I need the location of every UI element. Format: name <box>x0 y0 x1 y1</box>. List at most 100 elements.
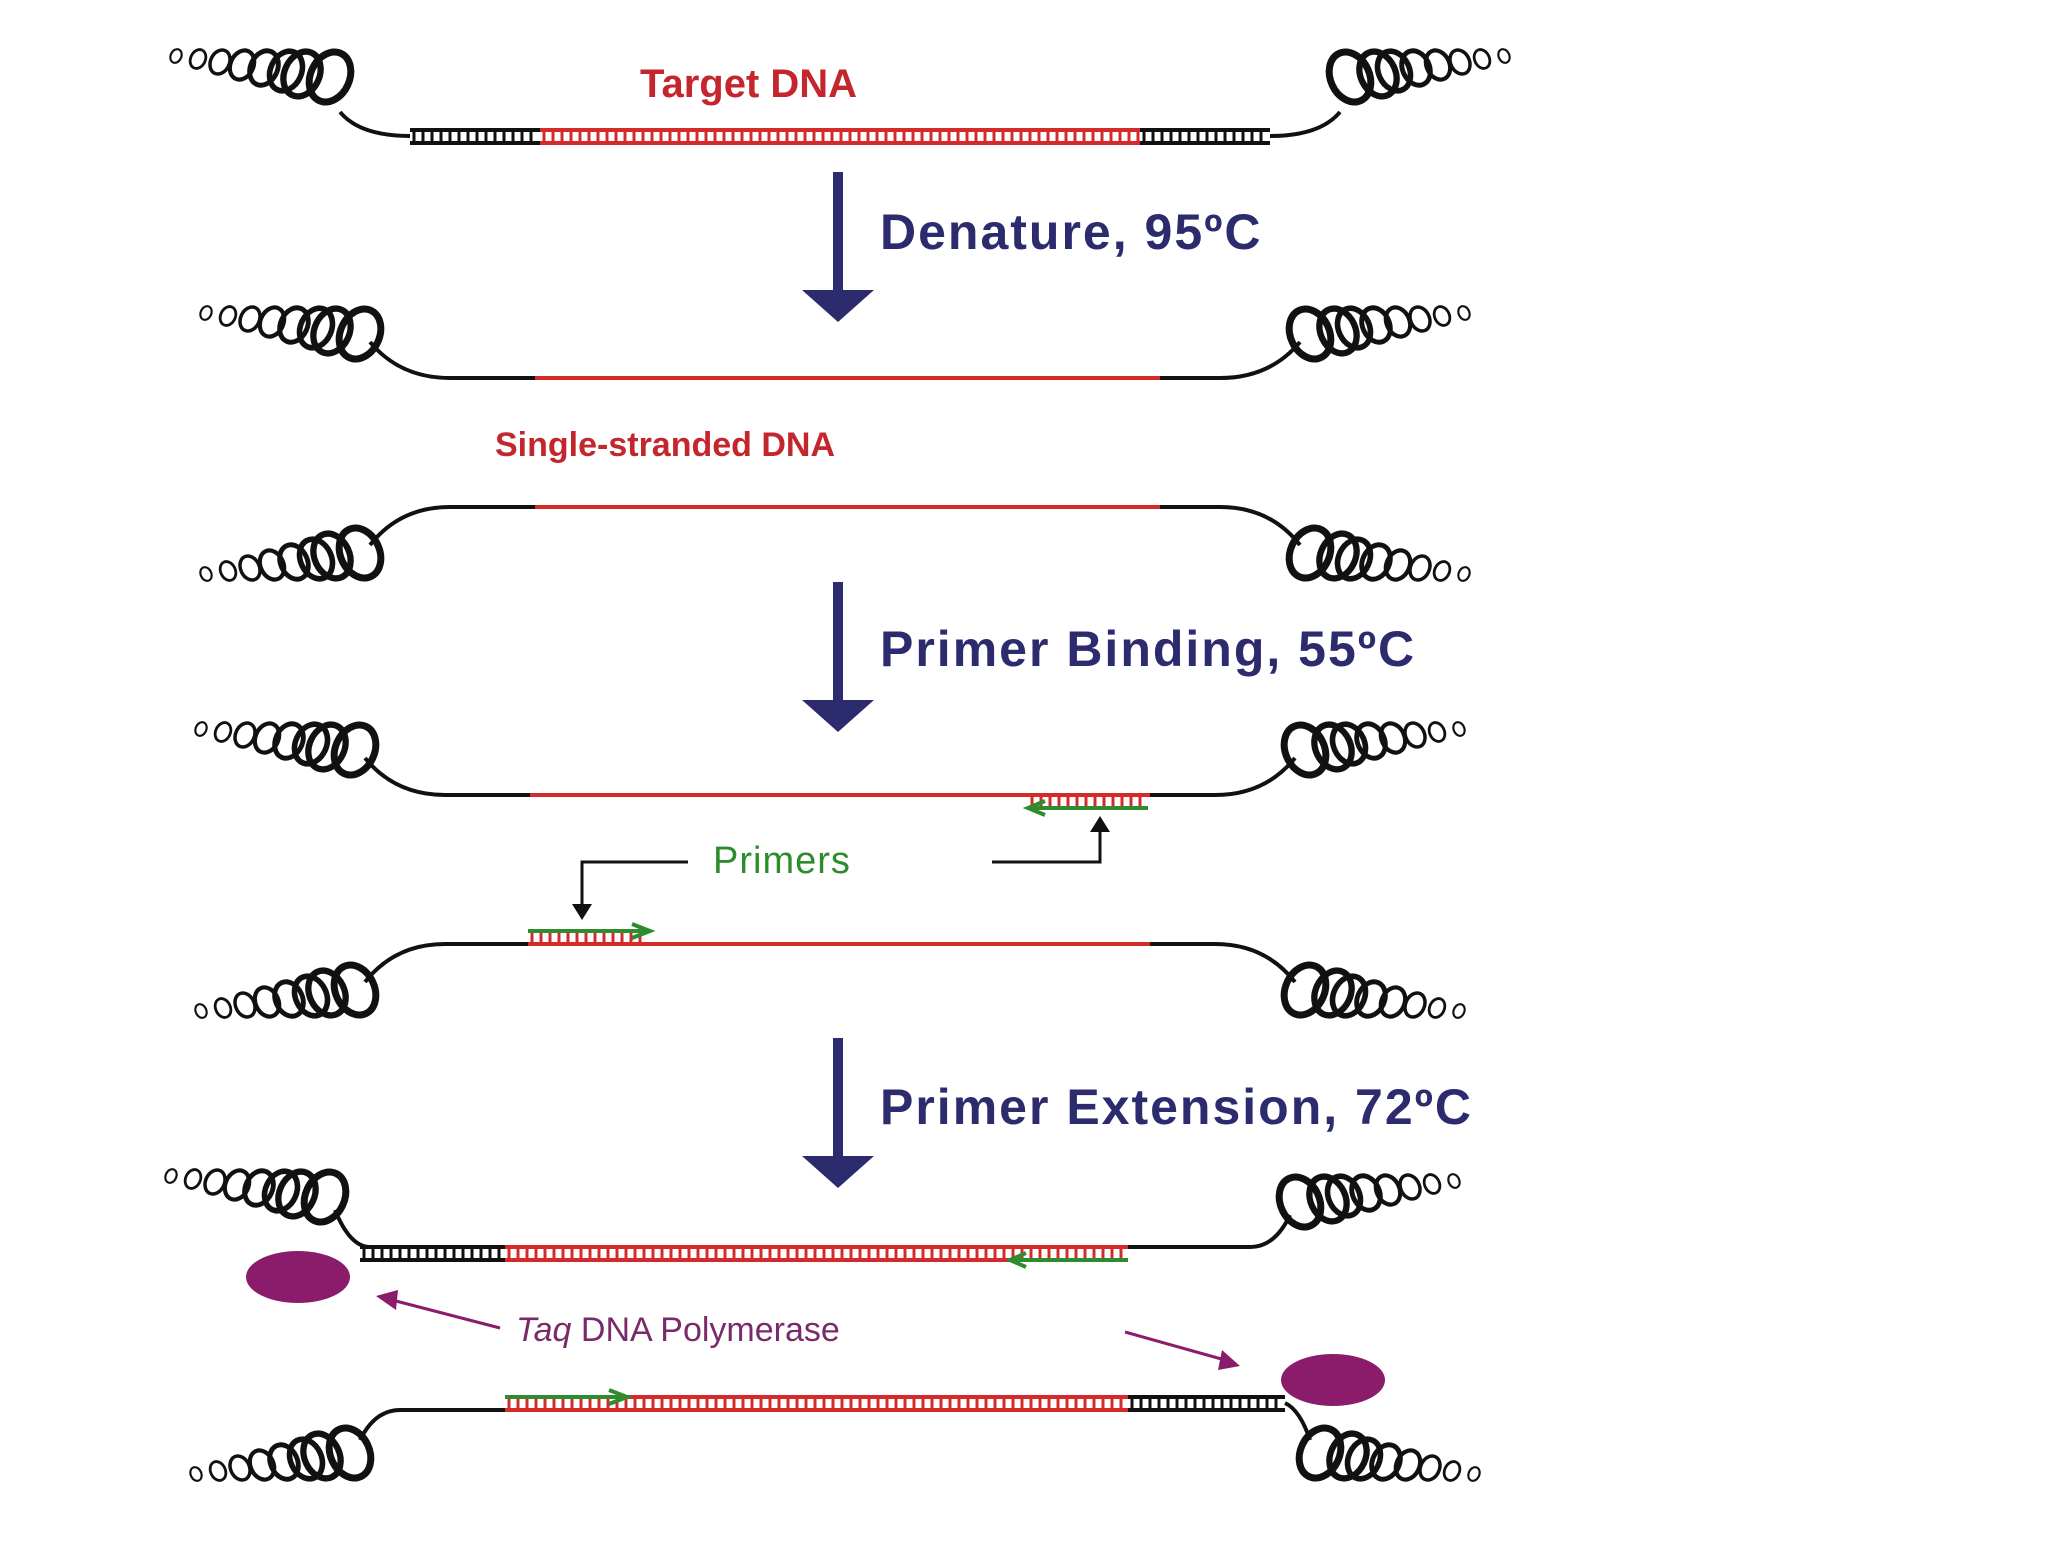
helix-loop <box>1369 1442 1403 1482</box>
helix-loop <box>213 997 233 1019</box>
helix-loop <box>194 1003 208 1019</box>
helix-loop <box>1334 536 1374 582</box>
helix-loop <box>1349 1173 1383 1213</box>
pb-top-primer-head <box>1022 799 1046 817</box>
step-denature-label: Denature, 95ºC <box>880 204 1263 260</box>
ext-bottom-right-coil <box>1295 1424 1481 1482</box>
ss-bottom-right-coil <box>1285 524 1471 582</box>
pb-bottom-primer-head <box>631 922 656 940</box>
ss-bottom-right-arm <box>1160 505 1302 547</box>
helix-loop <box>233 721 257 749</box>
pb-top-right-arm <box>1150 756 1297 797</box>
ss-top-left-coil <box>199 305 385 363</box>
primer-binding-arrow-head <box>802 700 874 732</box>
helix-loop <box>1452 1003 1466 1019</box>
helix-loop <box>199 566 213 582</box>
helix-loop <box>213 721 233 743</box>
single-stranded-dna-label: Single-stranded DNA <box>495 426 836 464</box>
helix-loop <box>330 961 380 1019</box>
pb-top-left-arm <box>363 756 530 797</box>
helix-loop <box>1329 973 1369 1019</box>
ext-bottom-left-coil <box>189 1424 375 1482</box>
taq-rest: DNA Polymerase <box>571 1311 840 1349</box>
ext-top-left-coil <box>164 1168 350 1226</box>
helix-loop <box>280 48 324 100</box>
helix-loop <box>296 305 336 351</box>
helix-loop <box>188 48 208 70</box>
helix-loop <box>1311 721 1355 773</box>
ext-top-primer-head <box>1005 1251 1027 1269</box>
helix-loop <box>1427 997 1447 1019</box>
helix-loop <box>310 530 354 582</box>
helix-loop <box>1403 991 1427 1019</box>
helix-loop <box>183 1168 203 1190</box>
ext-top-right-arm <box>1128 1214 1292 1249</box>
helix-loop <box>1344 1436 1384 1482</box>
ss-top-right-arm <box>1160 340 1302 380</box>
helix-loop <box>218 305 238 327</box>
helix-loop <box>261 1168 301 1214</box>
helix-loop <box>1359 305 1393 345</box>
ext-top-right-coil <box>1275 1173 1461 1231</box>
helix-loop <box>1329 721 1369 767</box>
helix-loop <box>1316 305 1360 357</box>
primers-label: Primers <box>713 840 851 882</box>
helix-loop <box>277 542 311 582</box>
helix-loop <box>310 305 354 357</box>
helix-loop <box>1359 542 1393 582</box>
helix-loop <box>1497 48 1511 64</box>
ext-bottom-primer-head <box>608 1388 633 1406</box>
pb-bottom-left-arm <box>363 942 528 984</box>
helix-loop <box>1316 530 1360 582</box>
helix-loop <box>1356 48 1400 100</box>
pb-bottom-left-coil <box>194 961 380 1019</box>
helix-loop <box>272 721 306 761</box>
primer-pointer-right-head <box>1090 816 1110 832</box>
target-left-coil <box>169 48 355 106</box>
ext-bottom-left-arm <box>358 1408 505 1441</box>
helix-loop <box>1354 721 1388 761</box>
helix-loop <box>305 967 349 1019</box>
helix-loop <box>335 305 385 363</box>
helix-loop <box>228 1454 252 1482</box>
helix-loop <box>1467 1466 1481 1482</box>
helix-loop <box>238 305 262 333</box>
helix-loop <box>1403 721 1427 749</box>
helix-loop <box>272 979 306 1019</box>
helix-loop <box>1448 48 1472 76</box>
helix-loop <box>1280 721 1330 779</box>
primer-pointer-left <box>580 860 688 910</box>
helix-loop <box>300 1430 344 1482</box>
helix-loop <box>267 1442 301 1482</box>
helix-loop <box>1422 1173 1442 1195</box>
helix-loop <box>1324 1173 1364 1219</box>
primer-pointer-right <box>992 826 1102 864</box>
helix-loop <box>233 991 257 1019</box>
helix-loop <box>1408 305 1432 333</box>
step-primer-binding-label: Primer Binding, 55ºC <box>880 621 1417 677</box>
helix-loop <box>1275 1173 1325 1231</box>
ss-bottom-left-arm <box>368 505 535 547</box>
taq-polymerase-right <box>1281 1354 1385 1406</box>
ext-top-left-join <box>333 1209 371 1249</box>
helix-loop <box>1457 566 1471 582</box>
helix-loop <box>199 305 213 321</box>
helix-loop <box>1399 48 1433 88</box>
pb-top-right-coil <box>1280 721 1466 779</box>
helix-loop <box>194 721 208 737</box>
denature-arrow-head <box>802 290 874 322</box>
pb-bottom-right-arm <box>1150 942 1297 984</box>
primer-pointer-left-head <box>572 904 592 920</box>
helix-loop <box>296 536 336 582</box>
taq-pointer-right-head <box>1218 1350 1240 1370</box>
target-dna-label: Target DNA <box>640 62 858 106</box>
helix-loop <box>275 1168 319 1220</box>
helix-loop <box>1432 305 1452 327</box>
helix-loop <box>169 48 183 64</box>
helix-loop <box>1447 1173 1461 1189</box>
helix-loop <box>208 1460 228 1482</box>
helix-loop <box>1452 721 1466 737</box>
helix-loop <box>242 1168 276 1208</box>
helix-loop <box>247 48 281 88</box>
